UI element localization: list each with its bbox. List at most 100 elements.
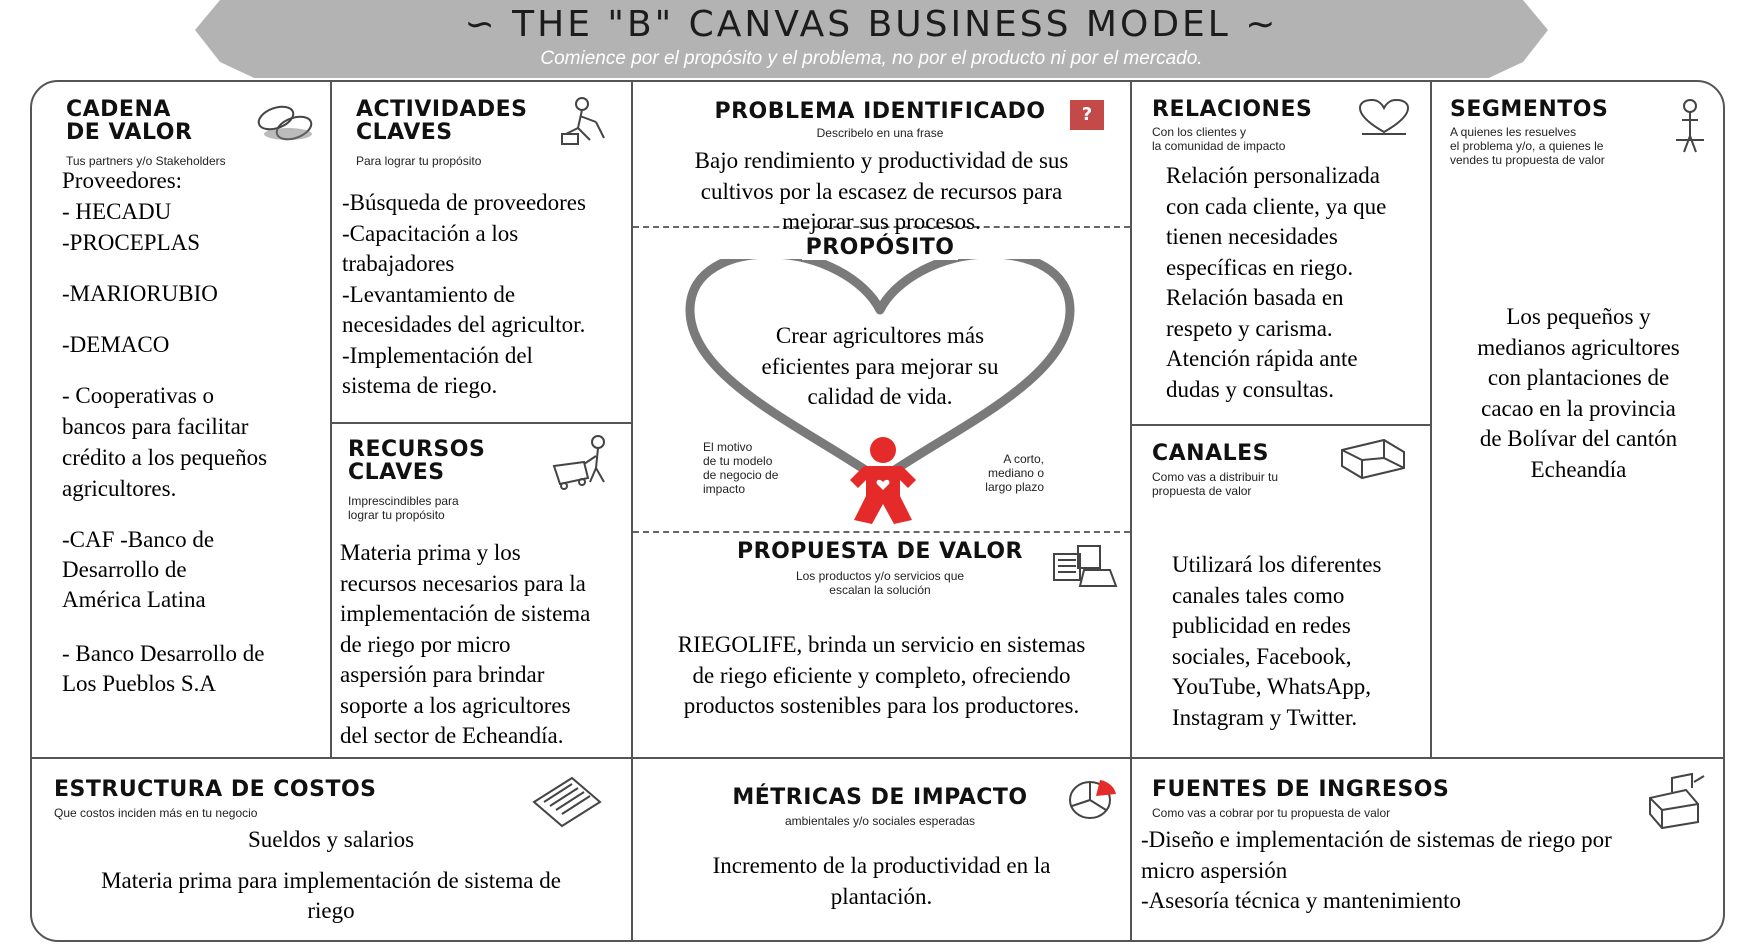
list-item: soporte a los agricultores — [340, 692, 571, 718]
list-item: -DEMACO — [62, 332, 170, 357]
list-item: con cada cliente, ya que — [1166, 193, 1387, 219]
heart-icon — [1358, 98, 1410, 135]
relaciones-content: Relación personalizada con cada cliente,… — [1166, 161, 1386, 405]
divider-h-bottom — [30, 757, 1725, 759]
list-item: específicas en riego. — [1166, 254, 1354, 280]
list-item: respeto y carisma. — [1166, 315, 1333, 341]
costos-subtitle: Que costos inciden más en tu negocio — [54, 806, 258, 820]
proposito-title: PROPÓSITO — [700, 235, 1060, 260]
gingerbread-figure-icon — [850, 437, 916, 524]
list-item: Desarrollo de — [62, 557, 187, 582]
heart-outline-icon — [685, 250, 1075, 485]
recursos-content: Materia prima y los recursos necesarios … — [340, 538, 590, 752]
gift-boxes-icon — [1053, 545, 1118, 587]
document-stack-icon — [532, 776, 602, 828]
cadena-valor-subtitle: Tus partners y/o Stakeholders — [66, 154, 226, 168]
costos-content: Sueldos y salarios Materia prima para im… — [32, 825, 630, 927]
ingresos-title: FUENTES DE INGRESOS — [1152, 777, 1450, 802]
list-item: aspersión para brindar — [340, 662, 545, 687]
list-item: -Diseño e implementación de sistemas de … — [1141, 827, 1612, 852]
proposito-right-note: A corto,mediano o largo plazo — [985, 452, 1044, 494]
dashed-divider-top — [633, 226, 1130, 228]
propuesta-title: PROPUESTA DE VALOR — [737, 539, 1023, 564]
list-item: bancos para facilitar — [62, 414, 249, 439]
dashed-divider-bottom — [633, 531, 1130, 533]
metricas-subtitle: ambientales y/o sociales esperadas — [784, 814, 976, 828]
list-item: -MARIORUBIO — [62, 281, 218, 306]
list-item: Los Pueblos S.A — [62, 671, 216, 696]
list-item: América Latina — [62, 587, 206, 612]
list-item: -Implementación del — [342, 342, 533, 368]
list-item: -Capacitación a los — [342, 220, 519, 246]
problema-subtitle: Describelo en una frase — [816, 126, 944, 140]
cadena-valor-content: Proveedores: - HECADU -PROCEPLAS -MARIOR… — [62, 167, 267, 697]
canvas-subtitle: Comience por el propósito y el problema,… — [540, 48, 1203, 69]
list-item: Proveedores: — [62, 168, 183, 193]
list-item: necesidades del agricultor. — [342, 312, 586, 337]
list-item: Relación basada en — [1166, 285, 1344, 310]
list-item: Materia prima para implementación de sis… — [101, 867, 561, 893]
segmentos-title: SEGMENTOS — [1450, 97, 1609, 122]
canales-title: CANALES — [1152, 441, 1270, 466]
list-item: agricultores. — [62, 476, 177, 501]
divider-v1 — [330, 80, 332, 758]
divider-v3 — [1130, 80, 1132, 942]
propuesta-content: RIEGOLIFE, brinda un servicio en sistema… — [677, 632, 1086, 718]
divider-v2 — [631, 80, 633, 942]
relaciones-title: RELACIONES — [1152, 97, 1313, 122]
list-item: Sueldos y salarios — [247, 827, 415, 852]
worker-icon — [561, 97, 605, 145]
person-with-cart-icon — [552, 435, 605, 490]
divider-h-right — [1131, 424, 1430, 426]
list-item: del sector de Echeandía. — [340, 723, 564, 748]
delivery-truck-icon — [1341, 438, 1405, 480]
list-item: tienen necesidades — [1166, 224, 1338, 249]
list-item: YouTube, WhatsApp, — [1172, 674, 1371, 699]
list-item: canales tales como — [1172, 582, 1345, 608]
list-item: crédito a los pequeños — [62, 445, 268, 470]
cash-register-icon — [1649, 772, 1705, 830]
list-item: -Búsqueda de proveedores — [342, 190, 586, 215]
list-item: recursos necesarios para la — [340, 570, 586, 596]
list-item: - Cooperativas o — [62, 383, 215, 408]
segmentos-content: Los pequeños y medianos agricultores con… — [1477, 304, 1680, 482]
list-item: -CAF -Banco de — [62, 527, 215, 552]
list-item: Instagram y Twitter. — [1172, 704, 1358, 730]
actividades-content: -Búsqueda de proveedores -Capacitación a… — [342, 188, 586, 402]
list-item: - Banco Desarrollo de — [62, 641, 265, 666]
list-item: dudas y consultas. — [1166, 376, 1335, 402]
pie-chart-icon — [1069, 780, 1116, 819]
list-item: Relación personalizada — [1166, 163, 1380, 188]
question-badge-icon: ? — [1070, 100, 1104, 130]
divider-h-left — [331, 422, 631, 424]
list-item: implementación de sistema — [340, 601, 591, 626]
canvas-title: ∽ THE "B" CANVAS BUSINESS MODEL ∼ — [464, 4, 1279, 45]
list-item: micro aspersión — [1141, 857, 1288, 883]
list-item: Materia prima y los — [340, 540, 521, 565]
list-item: de riego por micro — [340, 631, 511, 657]
list-item: Utilizará los diferentes — [1172, 552, 1382, 577]
list-item: trabajadores — [342, 251, 455, 276]
problema-content: Bajo rendimiento y productividad de sus … — [694, 148, 1069, 234]
list-item: sociales, Facebook, — [1172, 643, 1352, 669]
costos-title: ESTRUCTURA DE COSTOS — [54, 777, 377, 802]
list-item: publicidad en redes — [1172, 613, 1351, 638]
metricas-title: MÉTRICAS DE IMPACTO — [732, 785, 1028, 810]
problema-title: PROBLEMA IDENTIFICADO — [714, 99, 1046, 124]
ingresos-content: -Diseño e implementación de sistemas de … — [1141, 825, 1612, 917]
list-item: -Asesoría técnica y mantenimiento — [1141, 888, 1461, 913]
proposito-content: Crear agricultores más eficientes para m… — [761, 323, 999, 409]
list-item: Atención rápida ante — [1166, 346, 1358, 371]
metricas-content: Incremento de la productividad en la pla… — [712, 853, 1051, 909]
list-item: sistema de riego. — [342, 373, 498, 398]
list-item: -PROCEPLAS — [62, 230, 201, 255]
